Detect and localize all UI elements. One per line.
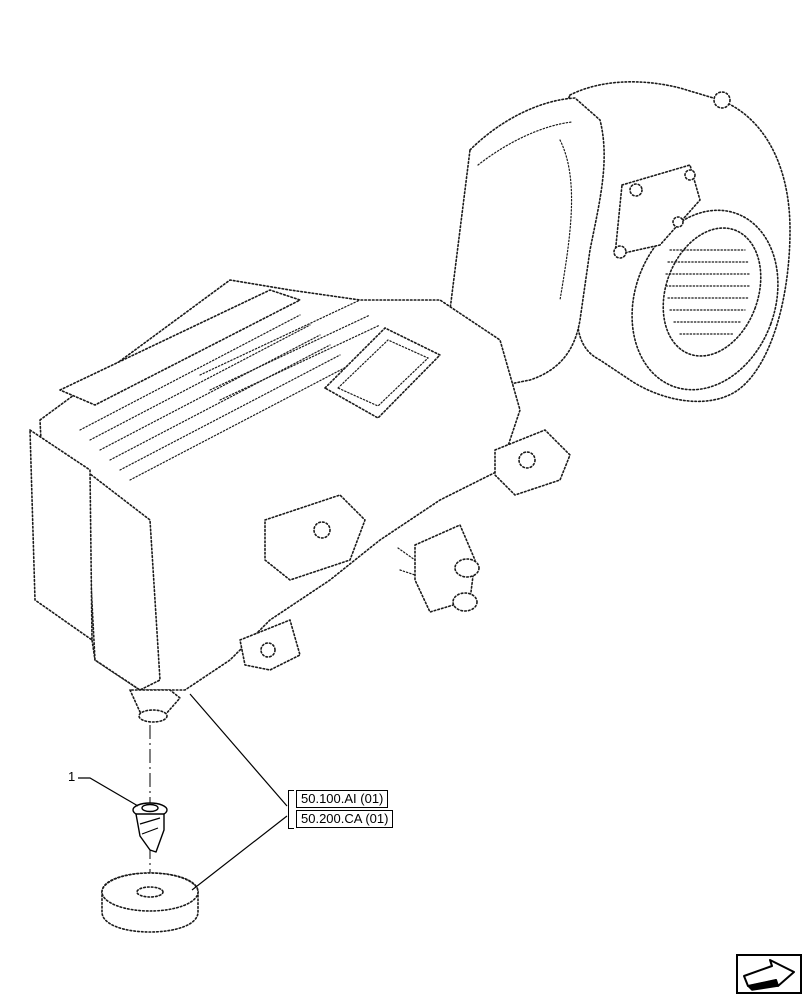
duct-ridge <box>477 121 573 301</box>
housing-side-panel <box>29 429 93 641</box>
housing-front-face <box>84 469 161 691</box>
bolt-5 <box>713 91 731 109</box>
filter-panel-inner <box>336 339 430 407</box>
reference-leader-grommet <box>191 815 288 891</box>
heater-pipes <box>397 524 480 613</box>
grommet-ghost <box>101 872 199 933</box>
bolt-3 <box>672 216 684 228</box>
reference-box-50-200-ca[interactable]: 50.200.CA (01) <box>296 810 394 828</box>
callout-label-1: 1 <box>68 769 76 784</box>
drain-outlet <box>129 689 181 716</box>
drain-outlet-tip <box>138 709 168 723</box>
duct-neck <box>449 97 605 391</box>
blower-inlet-inner <box>662 227 762 357</box>
drain-valve-part <box>132 802 168 853</box>
bracket-right-bolt <box>518 451 536 469</box>
bracket-left-bolt <box>313 521 331 539</box>
reference-box-50-100-ai[interactable]: 50.100.AI (01) <box>296 790 389 808</box>
reference-bracket <box>288 790 294 829</box>
bracket-left <box>264 494 366 581</box>
bracket-lower-bolt <box>260 642 276 658</box>
bolt-1 <box>629 183 643 197</box>
bolt-2 <box>684 169 696 181</box>
blower-fan-blades <box>665 249 751 335</box>
evaporator-core <box>59 289 381 481</box>
arrow-glyph-icon <box>743 959 795 991</box>
next-page-arrow-icon[interactable] <box>736 954 802 994</box>
callout-1-leader <box>78 777 139 807</box>
reference-leader-housing <box>189 693 288 807</box>
bolt-4 <box>613 245 627 259</box>
hvac-housing-ghost <box>29 81 791 723</box>
